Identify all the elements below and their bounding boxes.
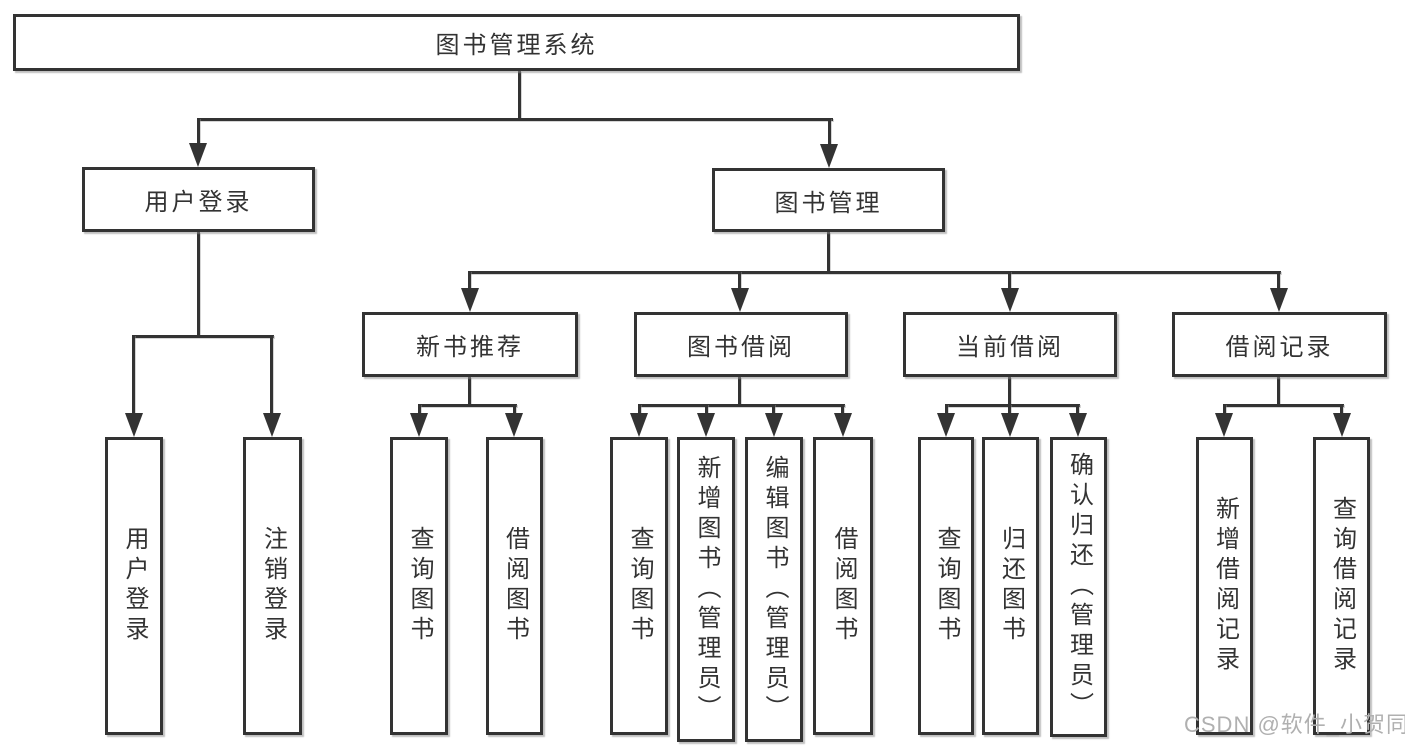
connector-vline bbox=[1008, 377, 1011, 406]
arrow-down-icon bbox=[834, 413, 852, 437]
leaf-cb-query-books: 查询图书 bbox=[918, 437, 974, 735]
arrow-down-icon bbox=[505, 413, 523, 437]
arrow-down-icon bbox=[1270, 288, 1288, 312]
connector-vline bbox=[1008, 271, 1011, 288]
node-current-borrowing: 当前借阅 bbox=[903, 312, 1117, 377]
arrow-down-icon bbox=[765, 413, 783, 437]
leaf-br-query-record-label: 查询借阅记录 bbox=[1328, 496, 1356, 676]
leaf-bb-add-books-admin: 新增图书（管理员） bbox=[677, 437, 735, 742]
leaf-cb-query-books-label: 查询图书 bbox=[933, 526, 960, 646]
connector-hline bbox=[132, 335, 274, 338]
connector-vline bbox=[518, 71, 521, 120]
leaf-user-login-label: 用户登录 bbox=[121, 526, 148, 646]
connector-vline bbox=[197, 118, 200, 143]
connector-vline bbox=[772, 404, 775, 413]
arrow-down-icon bbox=[820, 144, 838, 168]
connector-vline bbox=[513, 404, 516, 413]
connector-vline bbox=[738, 377, 741, 406]
arrow-down-icon bbox=[263, 413, 281, 437]
leaf-user-login: 用户登录 bbox=[105, 437, 163, 735]
connector-vline bbox=[468, 271, 471, 288]
leaf-bb-borrow-books: 借阅图书 bbox=[813, 437, 873, 735]
arrow-down-icon bbox=[731, 288, 749, 312]
connector-hline bbox=[197, 118, 833, 121]
connector-vline bbox=[1277, 271, 1280, 288]
arrow-down-icon bbox=[410, 413, 428, 437]
leaf-logout: 注销登录 bbox=[243, 437, 302, 735]
connector-hline bbox=[1223, 404, 1344, 407]
connector-vline bbox=[197, 232, 200, 337]
connector-vline bbox=[841, 404, 844, 413]
leaf-cb-confirm-return-admin: 确认归还（管理员） bbox=[1050, 437, 1107, 737]
leaf-br-add-record-label: 新增借阅记录 bbox=[1211, 496, 1239, 676]
node-user-login: 用户登录 bbox=[82, 167, 315, 232]
connector-vline bbox=[468, 377, 471, 406]
connector-hline bbox=[638, 404, 845, 407]
connector-vline bbox=[705, 404, 708, 413]
arrow-down-icon bbox=[937, 413, 955, 437]
connector-vline bbox=[1076, 404, 1079, 413]
arrow-down-icon bbox=[1001, 288, 1019, 312]
leaf-nb-query-books-label: 查询图书 bbox=[406, 526, 433, 646]
leaf-logout-label: 注销登录 bbox=[259, 526, 287, 646]
connector-vline bbox=[828, 118, 831, 144]
connector-vline bbox=[1223, 404, 1226, 413]
leaf-cb-return-books: 归还图书 bbox=[982, 437, 1039, 735]
connector-vline bbox=[638, 404, 641, 413]
arrow-down-icon bbox=[189, 143, 207, 167]
connector-vline bbox=[270, 335, 273, 413]
connector-vline bbox=[827, 232, 830, 273]
node-book-borrowing: 图书借阅 bbox=[634, 312, 848, 377]
leaf-bb-edit-books-admin: 编辑图书（管理员） bbox=[745, 437, 803, 742]
node-book-management: 图书管理 bbox=[712, 168, 945, 232]
connector-vline bbox=[738, 271, 741, 288]
connector-vline bbox=[418, 404, 421, 413]
arrow-down-icon bbox=[461, 288, 479, 312]
node-library-system: 图书管理系统 bbox=[13, 14, 1020, 71]
connector-hline bbox=[945, 404, 1080, 407]
arrow-down-icon bbox=[1001, 413, 1019, 437]
leaf-bb-borrow-books-label: 借阅图书 bbox=[830, 526, 857, 646]
leaf-cb-return-books-label: 归还图书 bbox=[997, 526, 1025, 646]
connector-vline bbox=[1008, 404, 1011, 413]
arrow-down-icon bbox=[630, 413, 648, 437]
leaf-cb-confirm-return-admin-label: 确认归还（管理员） bbox=[1065, 452, 1093, 722]
arrow-down-icon bbox=[125, 413, 143, 437]
connector-vline bbox=[132, 335, 135, 413]
connector-vline bbox=[1340, 404, 1343, 413]
node-new-book-recommend: 新书推荐 bbox=[362, 312, 578, 377]
connector-hline bbox=[418, 404, 517, 407]
arrow-down-icon bbox=[1215, 413, 1233, 437]
connector-vline bbox=[945, 404, 948, 413]
leaf-bb-query-books: 查询图书 bbox=[610, 437, 668, 735]
leaf-bb-add-books-admin-label: 新增图书（管理员） bbox=[693, 454, 720, 725]
watermark: CSDN @软件_小贺同学 bbox=[1184, 712, 1405, 737]
leaf-br-add-record: 新增借阅记录 bbox=[1196, 437, 1253, 735]
leaf-bb-edit-books-admin-label: 编辑图书（管理员） bbox=[761, 454, 788, 725]
leaf-nb-borrow-books: 借阅图书 bbox=[486, 437, 543, 735]
leaf-nb-borrow-books-label: 借阅图书 bbox=[501, 526, 529, 646]
leaf-br-query-record: 查询借阅记录 bbox=[1313, 437, 1370, 735]
arrow-down-icon bbox=[1333, 413, 1351, 437]
arrow-down-icon bbox=[697, 413, 715, 437]
arrow-down-icon bbox=[1069, 413, 1087, 437]
connector-hline bbox=[469, 271, 1281, 274]
connector-vline bbox=[1277, 377, 1280, 406]
node-borrowing-records: 借阅记录 bbox=[1172, 312, 1387, 377]
leaf-bb-query-books-label: 查询图书 bbox=[626, 526, 653, 646]
leaf-nb-query-books: 查询图书 bbox=[390, 437, 448, 735]
